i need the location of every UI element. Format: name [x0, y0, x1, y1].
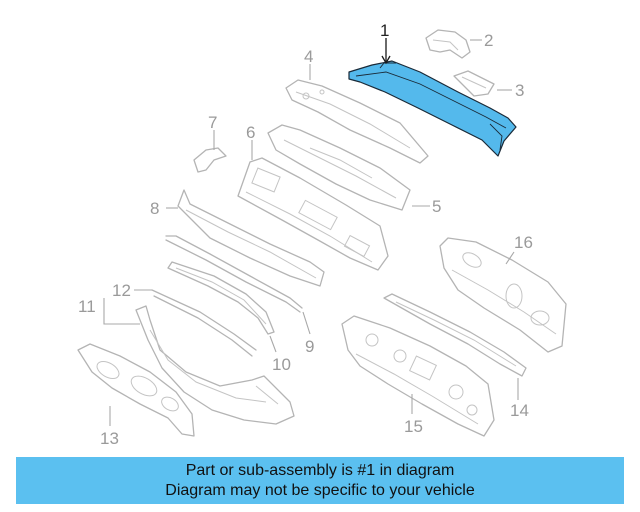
callout-5: 5 [432, 197, 441, 216]
part-6-dash-panel [237, 157, 389, 271]
part-9-rail [165, 235, 303, 313]
callout-13: 13 [100, 429, 119, 448]
callout-15: 15 [404, 417, 423, 436]
callout-8: 8 [150, 199, 159, 218]
leader-10 [269, 335, 277, 353]
callout-12: 12 [112, 281, 131, 300]
part-11-panel [135, 305, 295, 425]
parts-diagram: 2 3 1 4 5 6 [77, 21, 567, 448]
callout-6: 6 [246, 123, 255, 142]
callout-1: 1 [380, 21, 389, 40]
callout-14: 14 [510, 401, 529, 420]
part-13-panel [77, 343, 195, 437]
leader-16 [505, 251, 515, 265]
part-15-bulkhead [341, 315, 495, 437]
part-2-bracket [425, 29, 471, 59]
part-5-panel [267, 124, 411, 211]
callout-7: 7 [208, 113, 217, 132]
part-10-rail [167, 261, 275, 335]
callout-11: 11 [78, 297, 96, 316]
part-14-rail [383, 293, 527, 377]
part-4-panel [285, 79, 429, 164]
info-banner: Part or sub-assembly is #1 in diagram Di… [16, 457, 624, 504]
part-8-strip [177, 189, 325, 287]
part-12-rail [151, 289, 257, 357]
leader-1-arrow [381, 55, 391, 65]
callout-10: 10 [272, 355, 291, 374]
callout-16: 16 [514, 233, 533, 252]
callout-2: 2 [484, 31, 493, 50]
leader-9 [302, 311, 311, 335]
callout-3: 3 [515, 81, 524, 100]
part-16-insulator [439, 237, 567, 353]
part-7-bracket [193, 147, 227, 173]
part-1-cowl-panel [348, 60, 517, 157]
banner-line-1: Part or sub-assembly is #1 in diagram [185, 461, 455, 479]
part-3-plate [453, 70, 495, 97]
callout-4: 4 [304, 47, 313, 66]
leader-11 [103, 298, 140, 325]
callout-9: 9 [305, 337, 314, 356]
banner-line-2: Diagram may not be specific to your vehi… [165, 481, 475, 499]
